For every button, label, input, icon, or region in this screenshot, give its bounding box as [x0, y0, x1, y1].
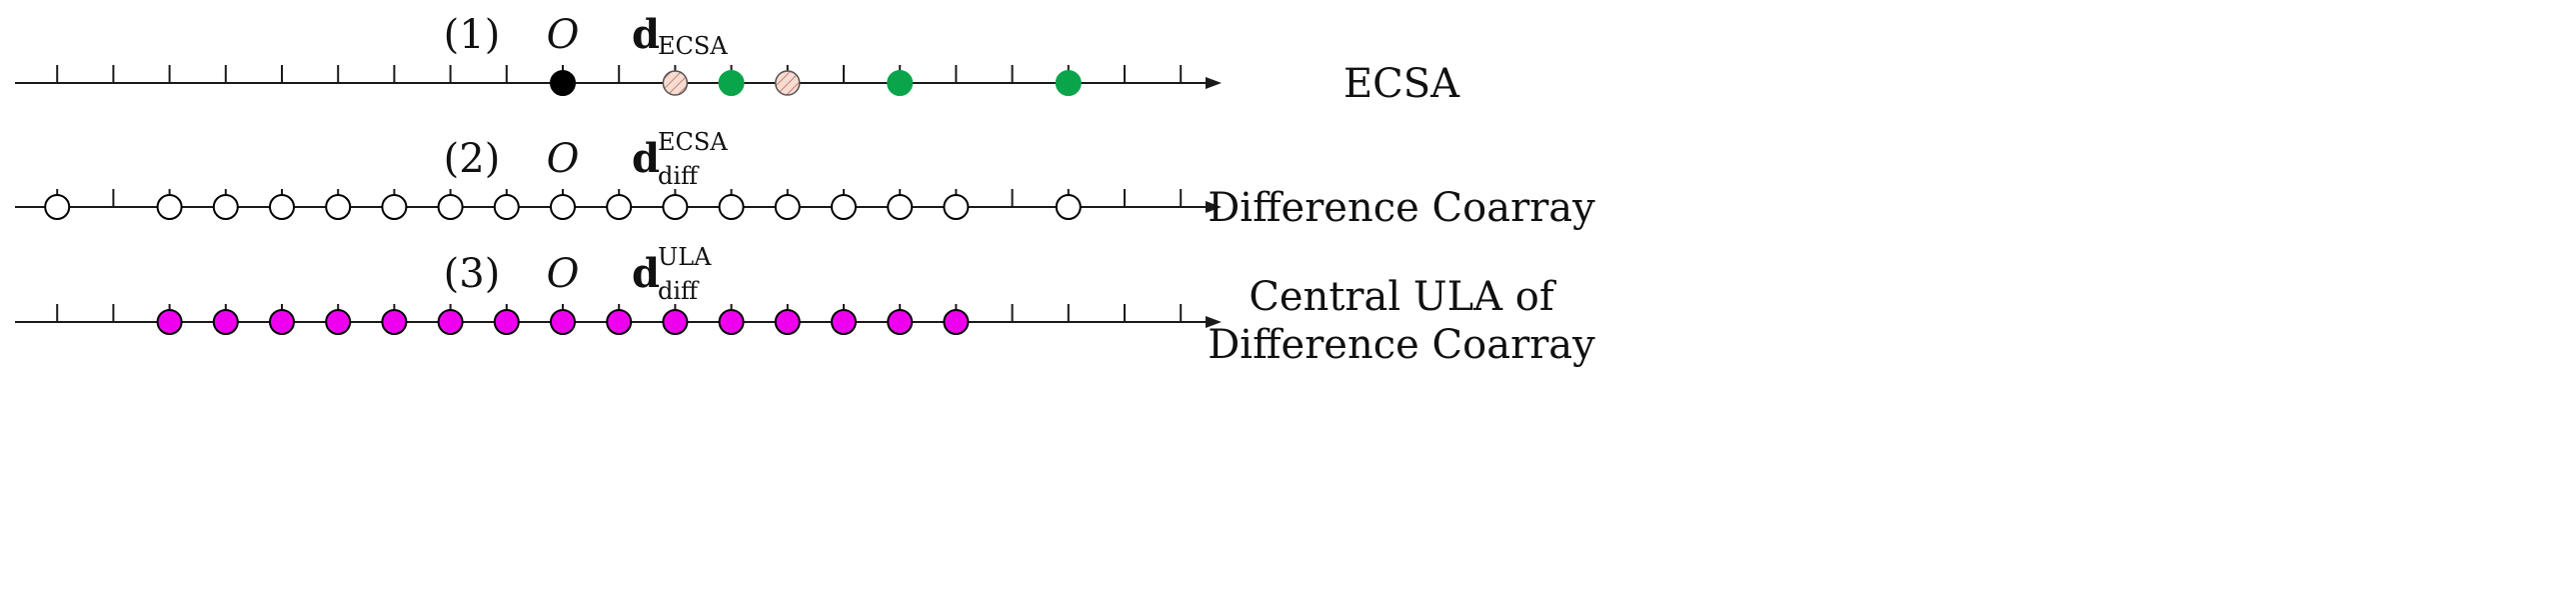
array-name-label: Difference Coarray: [1208, 322, 1595, 368]
array-element-white: [437, 194, 464, 220]
array-element-magenta: [774, 309, 801, 335]
array-element-white: [550, 194, 576, 220]
row-number-label: (3): [444, 251, 501, 297]
row-number-label: (2): [444, 136, 501, 182]
array-element-magenta: [831, 309, 857, 335]
array-element-magenta: [718, 309, 745, 335]
array-element-white: [831, 194, 857, 220]
origin-label: O: [547, 251, 580, 297]
array-element-white: [774, 194, 801, 220]
array-element-white: [606, 194, 633, 220]
arrow-right-icon: [1206, 316, 1222, 328]
vector-subscript: ECSA: [658, 32, 728, 60]
array-element-hatched: [775, 70, 801, 96]
array-element-white: [44, 194, 71, 220]
array-element-magenta: [493, 309, 520, 335]
array-element-magenta: [943, 309, 970, 335]
array-element-magenta: [212, 309, 239, 335]
array-name-label: ECSA: [1343, 61, 1460, 107]
array-element-magenta: [606, 309, 633, 335]
array-element-magenta: [269, 309, 295, 335]
array-element-white: [943, 194, 970, 220]
array-name-label: Central ULA of: [1249, 274, 1557, 320]
array-element-white: [718, 194, 745, 220]
array-element-white: [381, 194, 408, 220]
array-element-green: [887, 70, 914, 96]
origin-label: O: [547, 12, 580, 58]
arrow-right-icon: [1206, 201, 1222, 213]
array-element-white: [156, 194, 183, 220]
array-element-magenta: [437, 309, 464, 335]
arrow-right-icon: [1206, 77, 1222, 89]
vector-superscript: ECSA: [658, 128, 728, 156]
vector-label: d: [632, 135, 660, 182]
array-element-white: [493, 194, 520, 220]
array-element-magenta: [662, 309, 689, 335]
array-element-white: [212, 194, 239, 220]
array-element-white: [325, 194, 352, 220]
vector-label: d: [632, 250, 660, 297]
vector-label: d: [632, 11, 660, 58]
array-element-black: [550, 70, 576, 96]
row-number-label: (1): [444, 12, 501, 58]
array-element-magenta: [381, 309, 408, 335]
origin-label: O: [547, 136, 580, 182]
array-element-magenta: [156, 309, 183, 335]
array-element-hatched: [662, 70, 689, 96]
array-element-white: [1055, 194, 1082, 220]
array-element-white: [887, 194, 914, 220]
array-element-green: [718, 70, 745, 96]
vector-superscript: ULA: [658, 243, 712, 271]
array-name-label: Difference Coarray: [1208, 185, 1595, 231]
array-element-magenta: [550, 309, 576, 335]
array-element-white: [269, 194, 295, 220]
vector-subscript: diff: [658, 277, 700, 305]
array-element-green: [1055, 70, 1082, 96]
array-element-white: [662, 194, 689, 220]
vector-subscript: diff: [658, 162, 700, 190]
array-element-magenta: [887, 309, 914, 335]
array-element-magenta: [325, 309, 352, 335]
